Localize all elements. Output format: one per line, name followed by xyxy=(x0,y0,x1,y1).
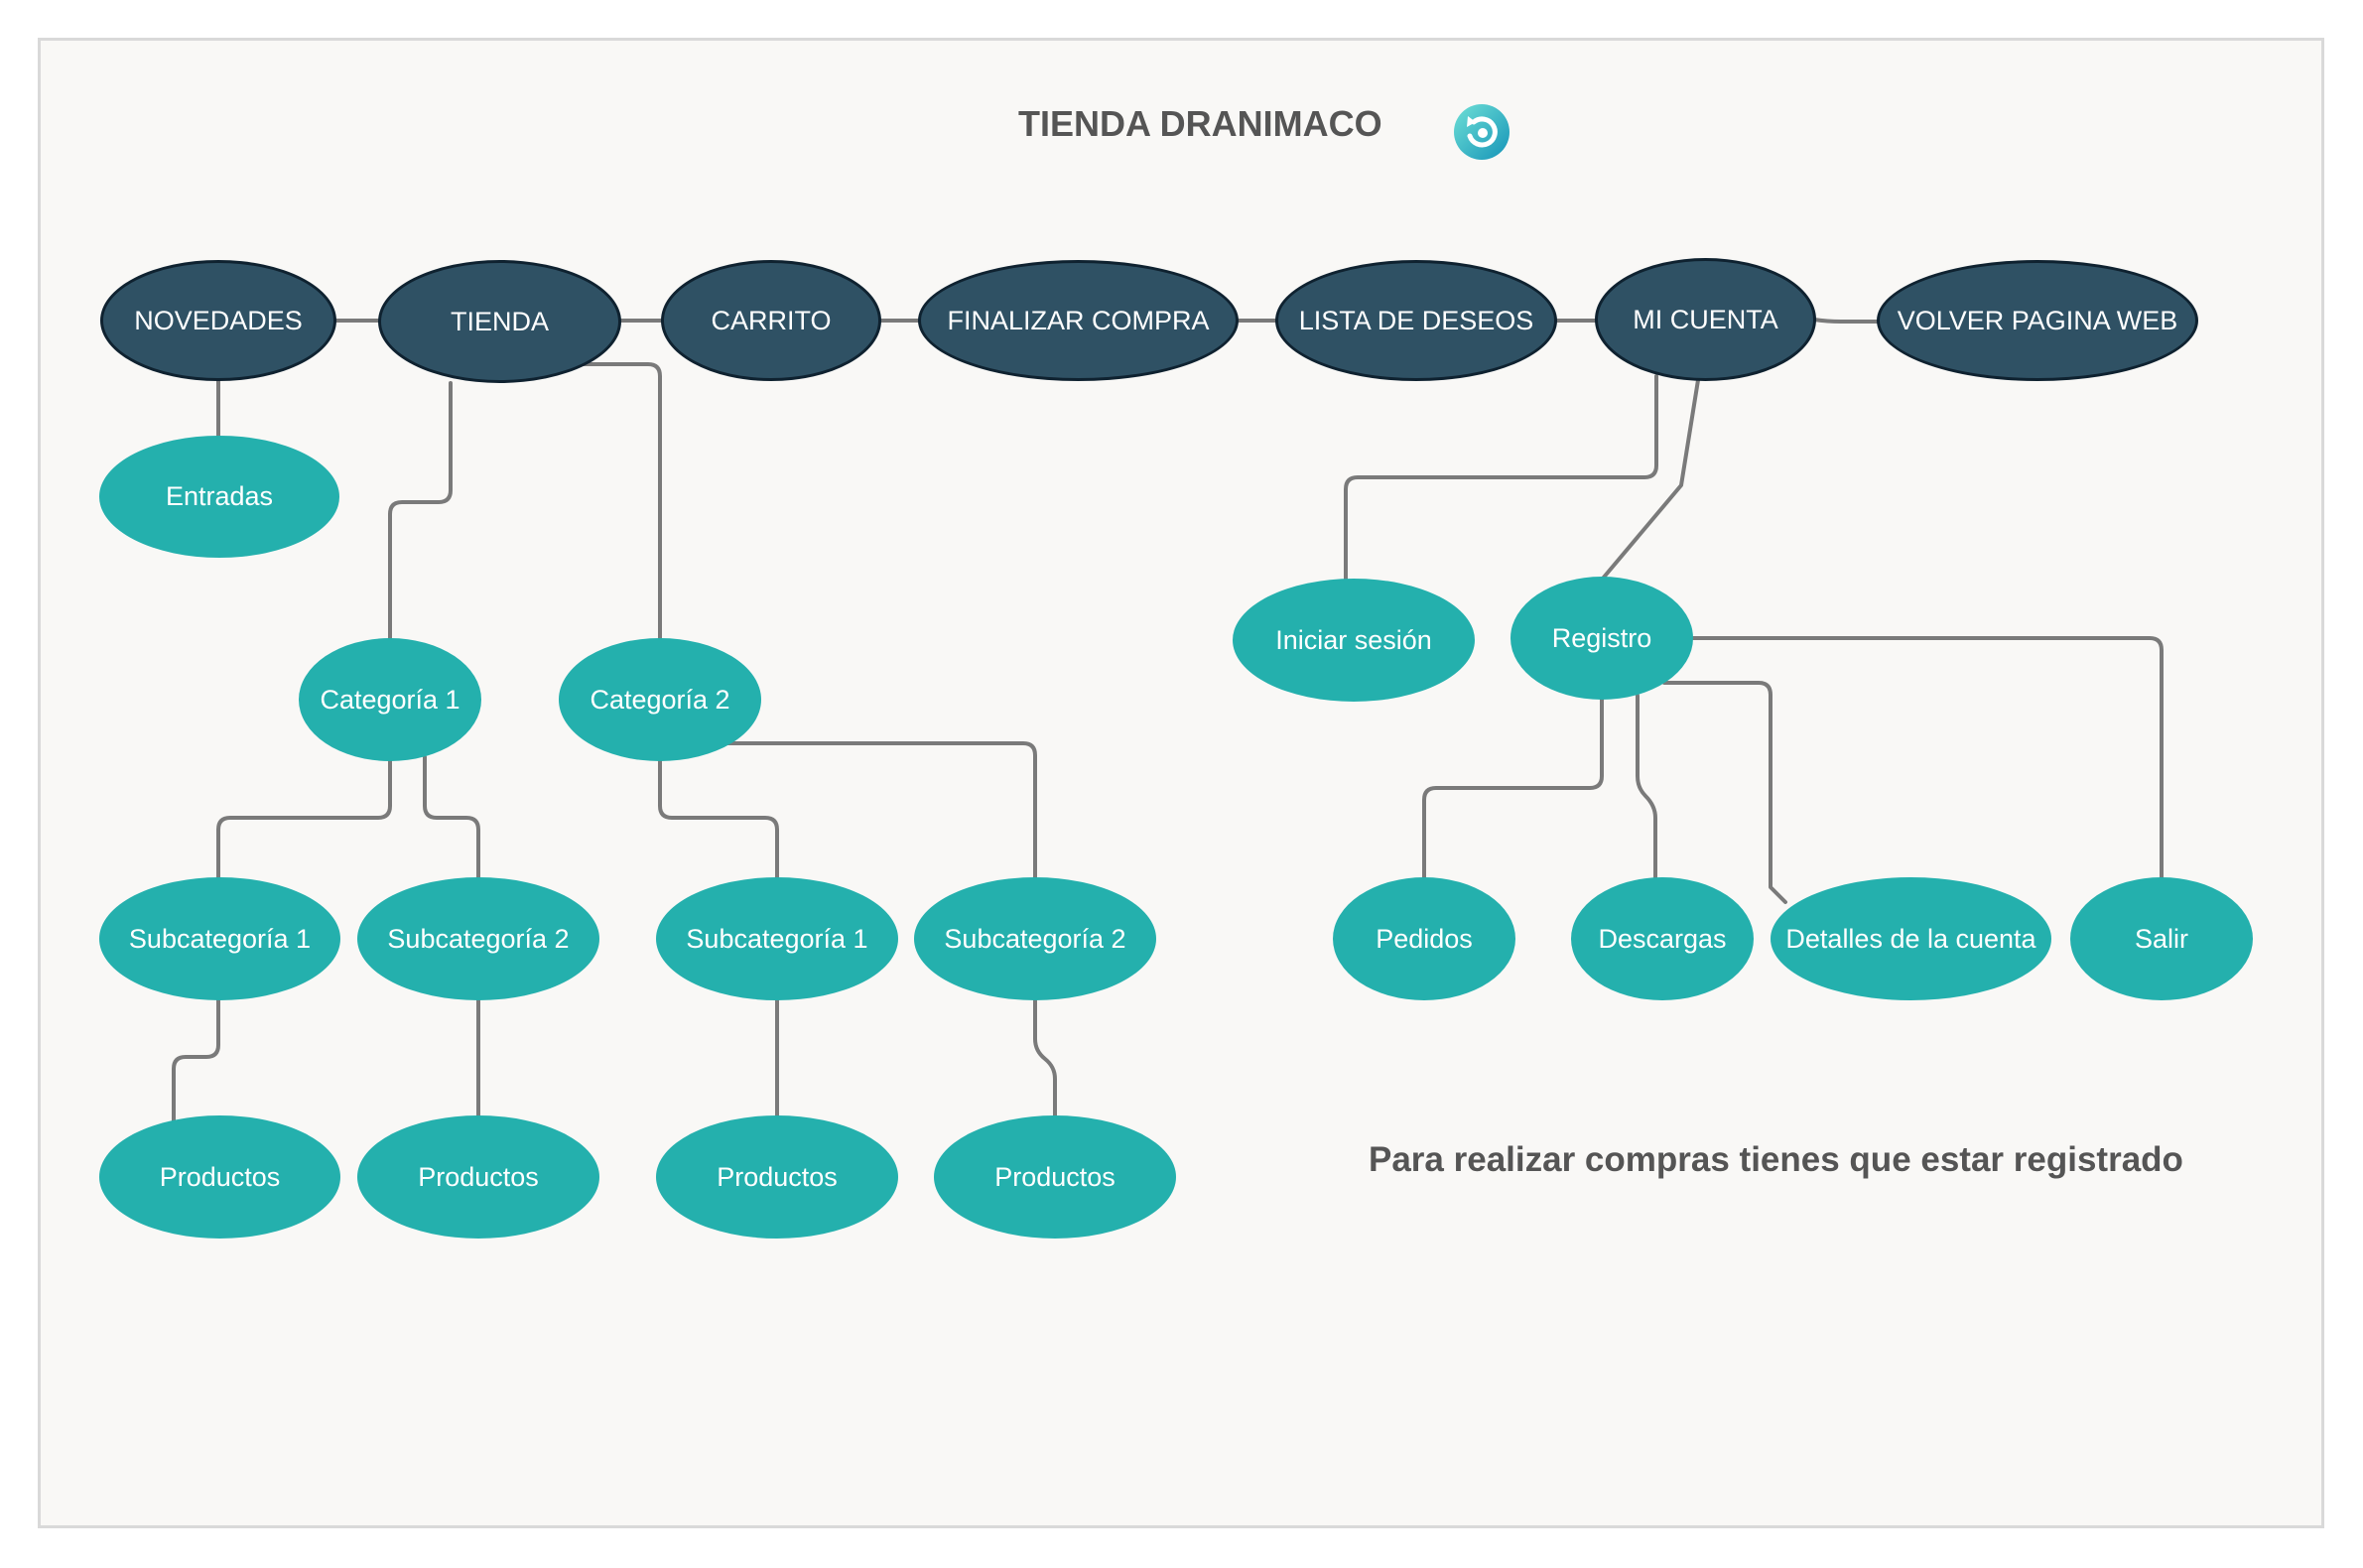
connector-lines xyxy=(172,318,2164,1124)
node-lista-deseos[interactable]: LISTA DE DESEOS xyxy=(1275,260,1557,381)
connector-micuenta-registro xyxy=(1600,378,1700,582)
diagram-title: TIENDA DRANIMACO xyxy=(1018,103,1382,144)
connector-tienda-categoria-2 xyxy=(575,362,662,642)
node-label: CARRITO xyxy=(711,305,832,335)
node-finalizar-compra[interactable]: FINALIZAR COMPRA xyxy=(918,260,1239,381)
node-label: VOLVER PAGINA WEB xyxy=(1897,305,2178,335)
node-label: LISTA DE DESEOS xyxy=(1298,305,1534,335)
node-label: Categoría 1 xyxy=(320,684,460,715)
node-cat2-sub1-productos[interactable]: Productos xyxy=(656,1115,898,1239)
node-mi-cuenta[interactable]: MI CUENTA xyxy=(1595,258,1816,381)
node-cat2-subcategoria-2[interactable]: Subcategoría 2 xyxy=(914,877,1156,1000)
node-tienda[interactable]: TIENDA xyxy=(378,260,621,383)
connector-micuenta-volver xyxy=(1812,318,1881,324)
node-cat1-sub2-productos[interactable]: Productos xyxy=(357,1115,599,1239)
connector-cat1-sub1 xyxy=(216,759,392,880)
connector-registro-descargas xyxy=(1636,694,1657,880)
node-cat1-subcategoria-2[interactable]: Subcategoría 2 xyxy=(357,877,599,1000)
node-entradas[interactable]: Entradas xyxy=(99,436,339,558)
node-label: Productos xyxy=(717,1161,838,1192)
node-label: Productos xyxy=(418,1161,539,1192)
node-label: Registro xyxy=(1551,622,1652,653)
node-label: Subcategoría 2 xyxy=(387,923,570,954)
node-novedades[interactable]: NOVEDADES xyxy=(100,260,336,381)
connector-cat1-sub2 xyxy=(423,755,480,880)
node-label: Iniciar sesión xyxy=(1275,624,1432,655)
node-cat1-sub1-productos[interactable]: Productos xyxy=(99,1115,340,1239)
node-label: Productos xyxy=(159,1161,281,1192)
connector-registro-detalles xyxy=(1662,681,1787,904)
node-cat2-subcategoria-1[interactable]: Subcategoría 1 xyxy=(656,877,898,1000)
node-label: Categoría 2 xyxy=(590,684,730,715)
connector-c2s2-productos xyxy=(1033,997,1057,1118)
connector-cat2-sub1 xyxy=(658,759,779,880)
node-label: Pedidos xyxy=(1376,923,1473,954)
connector-registro-pedidos xyxy=(1422,696,1604,880)
node-cat2-sub2-productos[interactable]: Productos xyxy=(934,1115,1176,1239)
node-label: Detalles de la cuenta xyxy=(1785,923,2036,954)
node-iniciar-sesion[interactable]: Iniciar sesión xyxy=(1233,579,1475,702)
node-label: Salir xyxy=(2134,923,2188,954)
connector-cat2-sub2 xyxy=(721,741,1037,880)
node-label: MI CUENTA xyxy=(1633,304,1778,334)
connector-tienda-categoria-1 xyxy=(388,381,453,642)
node-descargas[interactable]: Descargas xyxy=(1571,877,1754,1000)
node-label: Subcategoría 1 xyxy=(686,923,868,954)
diagram-canvas: TIENDA DRANIMACO NOVEDADES TIENDA CARRIT… xyxy=(38,38,2324,1528)
node-label: FINALIZAR COMPRA xyxy=(947,305,1210,335)
connector-micuenta-iniciar xyxy=(1344,374,1658,582)
node-label: TIENDA xyxy=(450,306,549,336)
connector-c1s1-productos xyxy=(172,997,220,1124)
node-label: Entradas xyxy=(165,481,274,511)
node-registro[interactable]: Registro xyxy=(1510,577,1693,700)
node-categoria-2[interactable]: Categoría 2 xyxy=(559,638,761,761)
connector-registro-salir xyxy=(1687,636,2164,880)
node-label: Productos xyxy=(994,1161,1116,1192)
node-carrito[interactable]: CARRITO xyxy=(661,260,881,381)
node-label: NOVEDADES xyxy=(134,305,303,335)
node-categoria-1[interactable]: Categoría 1 xyxy=(299,638,481,761)
node-cat1-subcategoria-1[interactable]: Subcategoría 1 xyxy=(99,877,340,1000)
registration-note: Para realizar compras tienes que estar r… xyxy=(1369,1140,2183,1179)
node-salir[interactable]: Salir xyxy=(2070,877,2253,1000)
node-label: Subcategoría 1 xyxy=(128,923,312,954)
node-label: Subcategoría 2 xyxy=(944,923,1126,954)
node-pedidos[interactable]: Pedidos xyxy=(1333,877,1515,1000)
refresh-circle-icon xyxy=(1454,104,1510,160)
node-label: Descargas xyxy=(1598,923,1727,954)
node-volver-pagina-web[interactable]: VOLVER PAGINA WEB xyxy=(1877,260,2198,381)
node-detalles-cuenta[interactable]: Detalles de la cuenta xyxy=(1771,877,2051,1000)
